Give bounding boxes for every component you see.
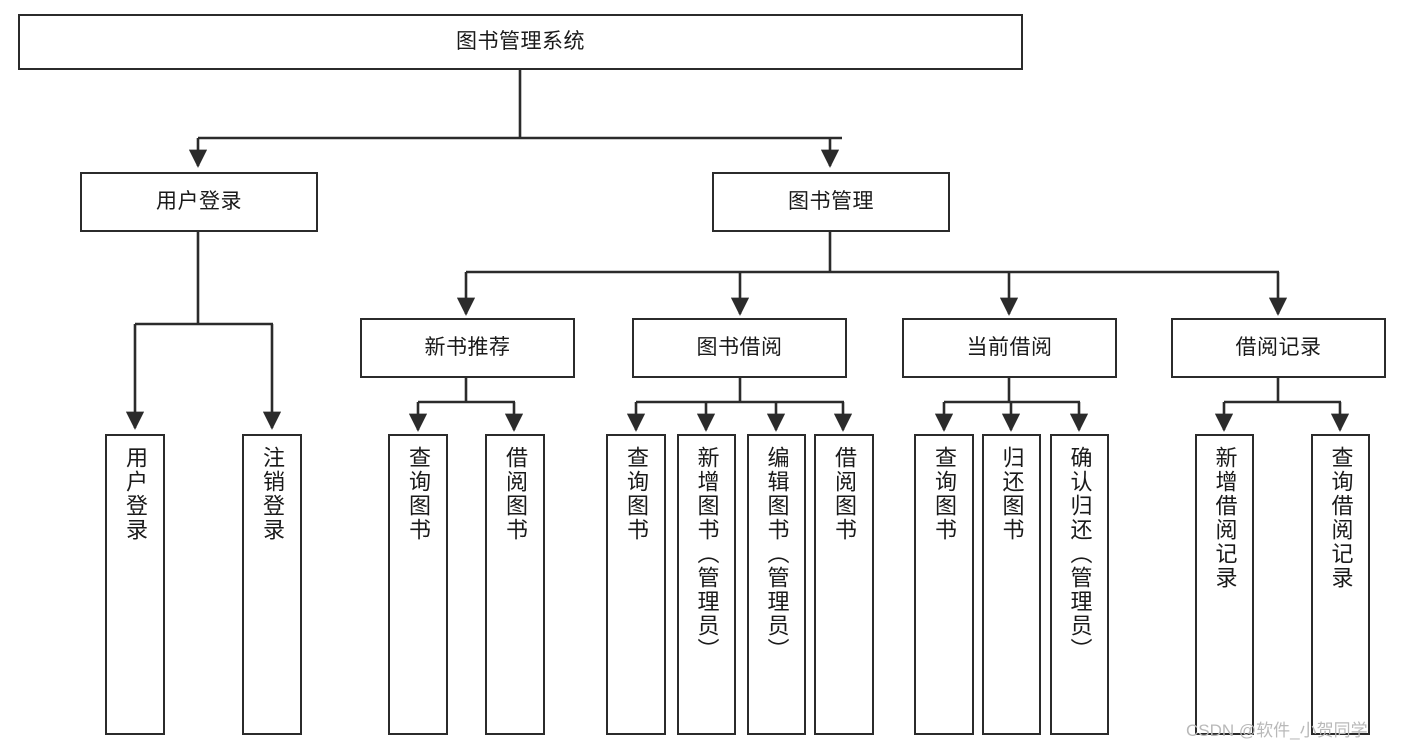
leaf-newbook-query-book[interactable]: 查询图书	[388, 434, 448, 735]
node-current-borrow[interactable]: 当前借阅	[902, 318, 1117, 378]
node-current-borrow-label: 当前借阅	[966, 335, 1053, 359]
node-book-borrow-label: 图书借阅	[696, 335, 783, 359]
leaf-record-add[interactable]: 新增借阅记录	[1195, 434, 1254, 735]
leaf-current-confirm-return[interactable]: 确认归还（管理员）	[1050, 434, 1109, 735]
node-new-book-recommend-label: 新书推荐	[424, 335, 511, 359]
leaf-borrow-add-book-label: 新增图书（管理员）	[694, 446, 720, 662]
leaf-borrow-add-book[interactable]: 新增图书（管理员）	[677, 434, 736, 735]
node-user-login[interactable]: 用户登录	[80, 172, 318, 232]
leaf-logout[interactable]: 注销登录	[242, 434, 302, 735]
node-book-borrow[interactable]: 图书借阅	[632, 318, 847, 378]
leaf-newbook-borrow-book-label: 借阅图书	[502, 446, 528, 542]
leaf-record-add-label: 新增借阅记录	[1212, 446, 1238, 590]
leaf-borrow-query-book[interactable]: 查询图书	[606, 434, 666, 735]
leaf-logout-label: 注销登录	[259, 446, 285, 542]
node-borrow-record-label: 借阅记录	[1235, 335, 1322, 359]
leaf-borrow-borrow-book-label: 借阅图书	[831, 446, 857, 542]
node-root[interactable]: 图书管理系统	[18, 14, 1023, 70]
leaf-record-query-label: 查询借阅记录	[1328, 446, 1354, 590]
node-book-manage[interactable]: 图书管理	[712, 172, 950, 232]
leaf-current-confirm-return-label: 确认归还（管理员）	[1067, 446, 1093, 662]
leaf-login[interactable]: 用户登录	[105, 434, 165, 735]
leaf-borrow-edit-book[interactable]: 编辑图书（管理员）	[747, 434, 806, 735]
leaf-newbook-query-book-label: 查询图书	[405, 446, 431, 542]
node-root-label: 图书管理系统	[456, 29, 585, 53]
leaf-newbook-borrow-book[interactable]: 借阅图书	[485, 434, 545, 735]
leaf-current-query-book-label: 查询图书	[931, 446, 957, 542]
leaf-login-label: 用户登录	[122, 446, 148, 542]
csdn-watermark: CSDN @软件_小贺同学	[1186, 721, 1368, 740]
node-new-book-recommend[interactable]: 新书推荐	[360, 318, 575, 378]
leaf-borrow-query-book-label: 查询图书	[623, 446, 649, 542]
node-book-manage-label: 图书管理	[788, 189, 874, 213]
leaf-current-return-book-label: 归还图书	[999, 446, 1025, 542]
leaf-borrow-borrow-book[interactable]: 借阅图书	[814, 434, 874, 735]
leaf-borrow-edit-book-label: 编辑图书（管理员）	[764, 446, 790, 662]
leaf-record-query[interactable]: 查询借阅记录	[1311, 434, 1370, 735]
leaf-current-query-book[interactable]: 查询图书	[914, 434, 974, 735]
node-user-login-label: 用户登录	[156, 189, 242, 213]
leaf-current-return-book[interactable]: 归还图书	[982, 434, 1041, 735]
node-borrow-record[interactable]: 借阅记录	[1171, 318, 1386, 378]
